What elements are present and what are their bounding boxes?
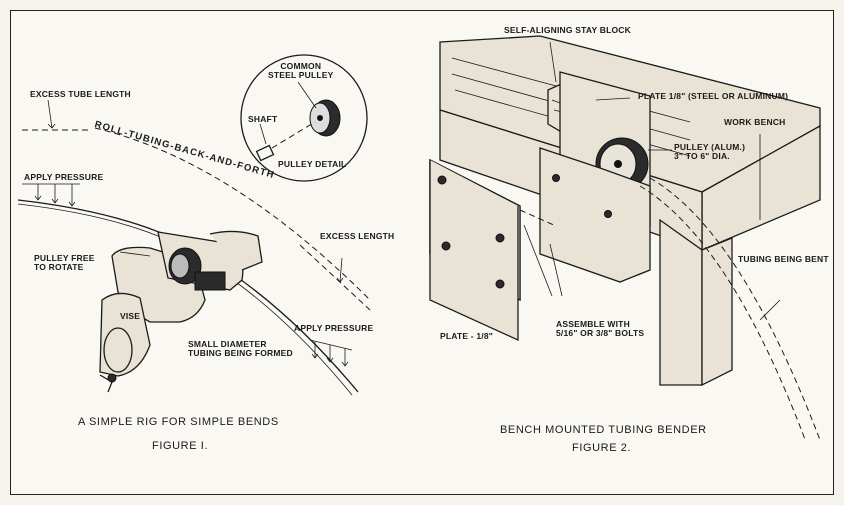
label-pulley: PULLEY (ALUM.) 3" TO 6" DIA.	[674, 142, 746, 162]
label-work-bench: WORK BENCH	[724, 117, 786, 127]
label-common-steel-pulley: COMMON STEEL PULLEY	[268, 61, 334, 81]
mounting-block	[539, 147, 651, 283]
label-tubing-being-bent: TUBING BEING BENT	[738, 254, 829, 264]
label-pulley-detail: PULLEY DETAIL	[278, 159, 347, 169]
apply-pressure-arrows-bottom	[309, 339, 353, 367]
label-apply-pressure-bottom: APPLY PRESSURE	[294, 323, 374, 333]
label-assemble-with-bolts: ASSEMBLE WITH 5/16" OR 3/8" BOLTS	[556, 319, 645, 339]
tubing-being-bent	[639, 177, 821, 443]
label-stay-block: SELF-ALIGNING STAY BLOCK	[504, 25, 631, 35]
label-excess-length: EXCESS LENGTH	[320, 231, 395, 241]
label-shaft: SHAFT	[248, 114, 278, 124]
excess-tube-length-dimension	[22, 99, 90, 131]
label-apply-pressure-top: APPLY PRESSURE	[24, 172, 104, 182]
figure2-caption-number: FIGURE 2.	[572, 442, 632, 454]
figure1-caption-title: A SIMPLE RIG FOR SIMPLE BENDS	[78, 416, 279, 428]
bolt-leaders	[523, 224, 563, 297]
plate-leader	[595, 97, 631, 101]
figure2-caption-title: BENCH MOUNTED TUBING BENDER	[500, 424, 707, 436]
excess-length-dimension	[299, 244, 371, 311]
pulley-detail-inset	[240, 54, 368, 182]
label-excess-tube-length: EXCESS TUBE LENGTH	[30, 89, 131, 99]
label-small-diameter: SMALL DIAMETER TUBING BEING FORMED	[188, 339, 293, 359]
label-pulley-free: PULLEY FREE TO ROTATE	[34, 253, 95, 273]
label-vise: VISE	[120, 311, 141, 321]
apply-pressure-arrows-top	[22, 183, 80, 207]
plate-front	[429, 158, 557, 342]
vise-assembly	[99, 230, 263, 393]
figure1-caption-number: FIGURE I.	[152, 440, 209, 452]
label-plate-top: PLATE 1/8" (STEEL OR ALUMINUM)	[638, 91, 789, 101]
label-plate-bottom: PLATE - 1/8"	[440, 331, 494, 341]
